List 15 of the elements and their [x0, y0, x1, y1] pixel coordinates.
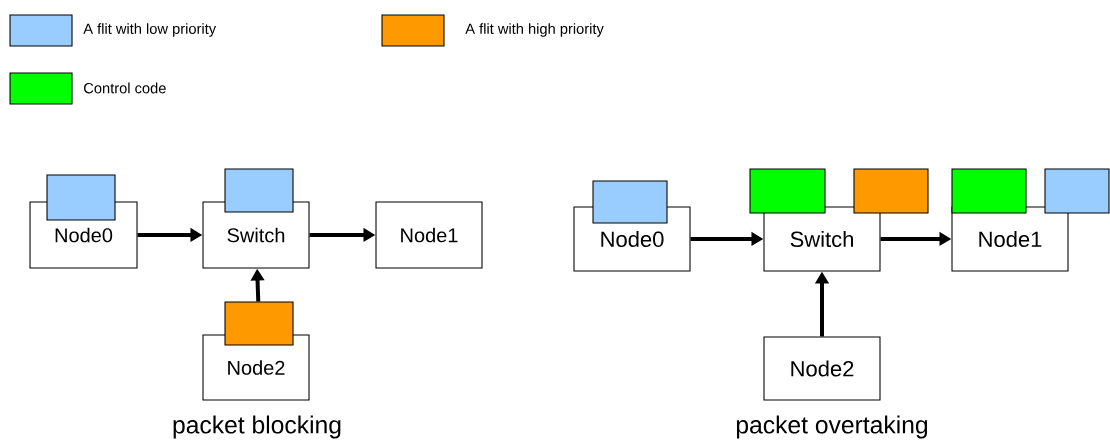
flit-box: [224, 301, 294, 346]
legend-text: A flit with low priority: [83, 23, 217, 37]
flit-box: [951, 168, 1027, 214]
node-box: Node1: [375, 201, 483, 269]
flit-box: [749, 168, 826, 214]
legend-text: A flit with high priority: [465, 23, 604, 37]
legend-text: Control code: [84, 82, 166, 94]
flit-box: [592, 180, 668, 224]
flit-box: [224, 168, 294, 213]
node-box: Node2: [763, 336, 881, 401]
node-box: Switch: [763, 206, 881, 272]
flit-box: [46, 174, 116, 221]
caption: packet blocking: [173, 415, 341, 439]
flit-box: [1044, 168, 1110, 214]
flit-box: [853, 168, 929, 214]
